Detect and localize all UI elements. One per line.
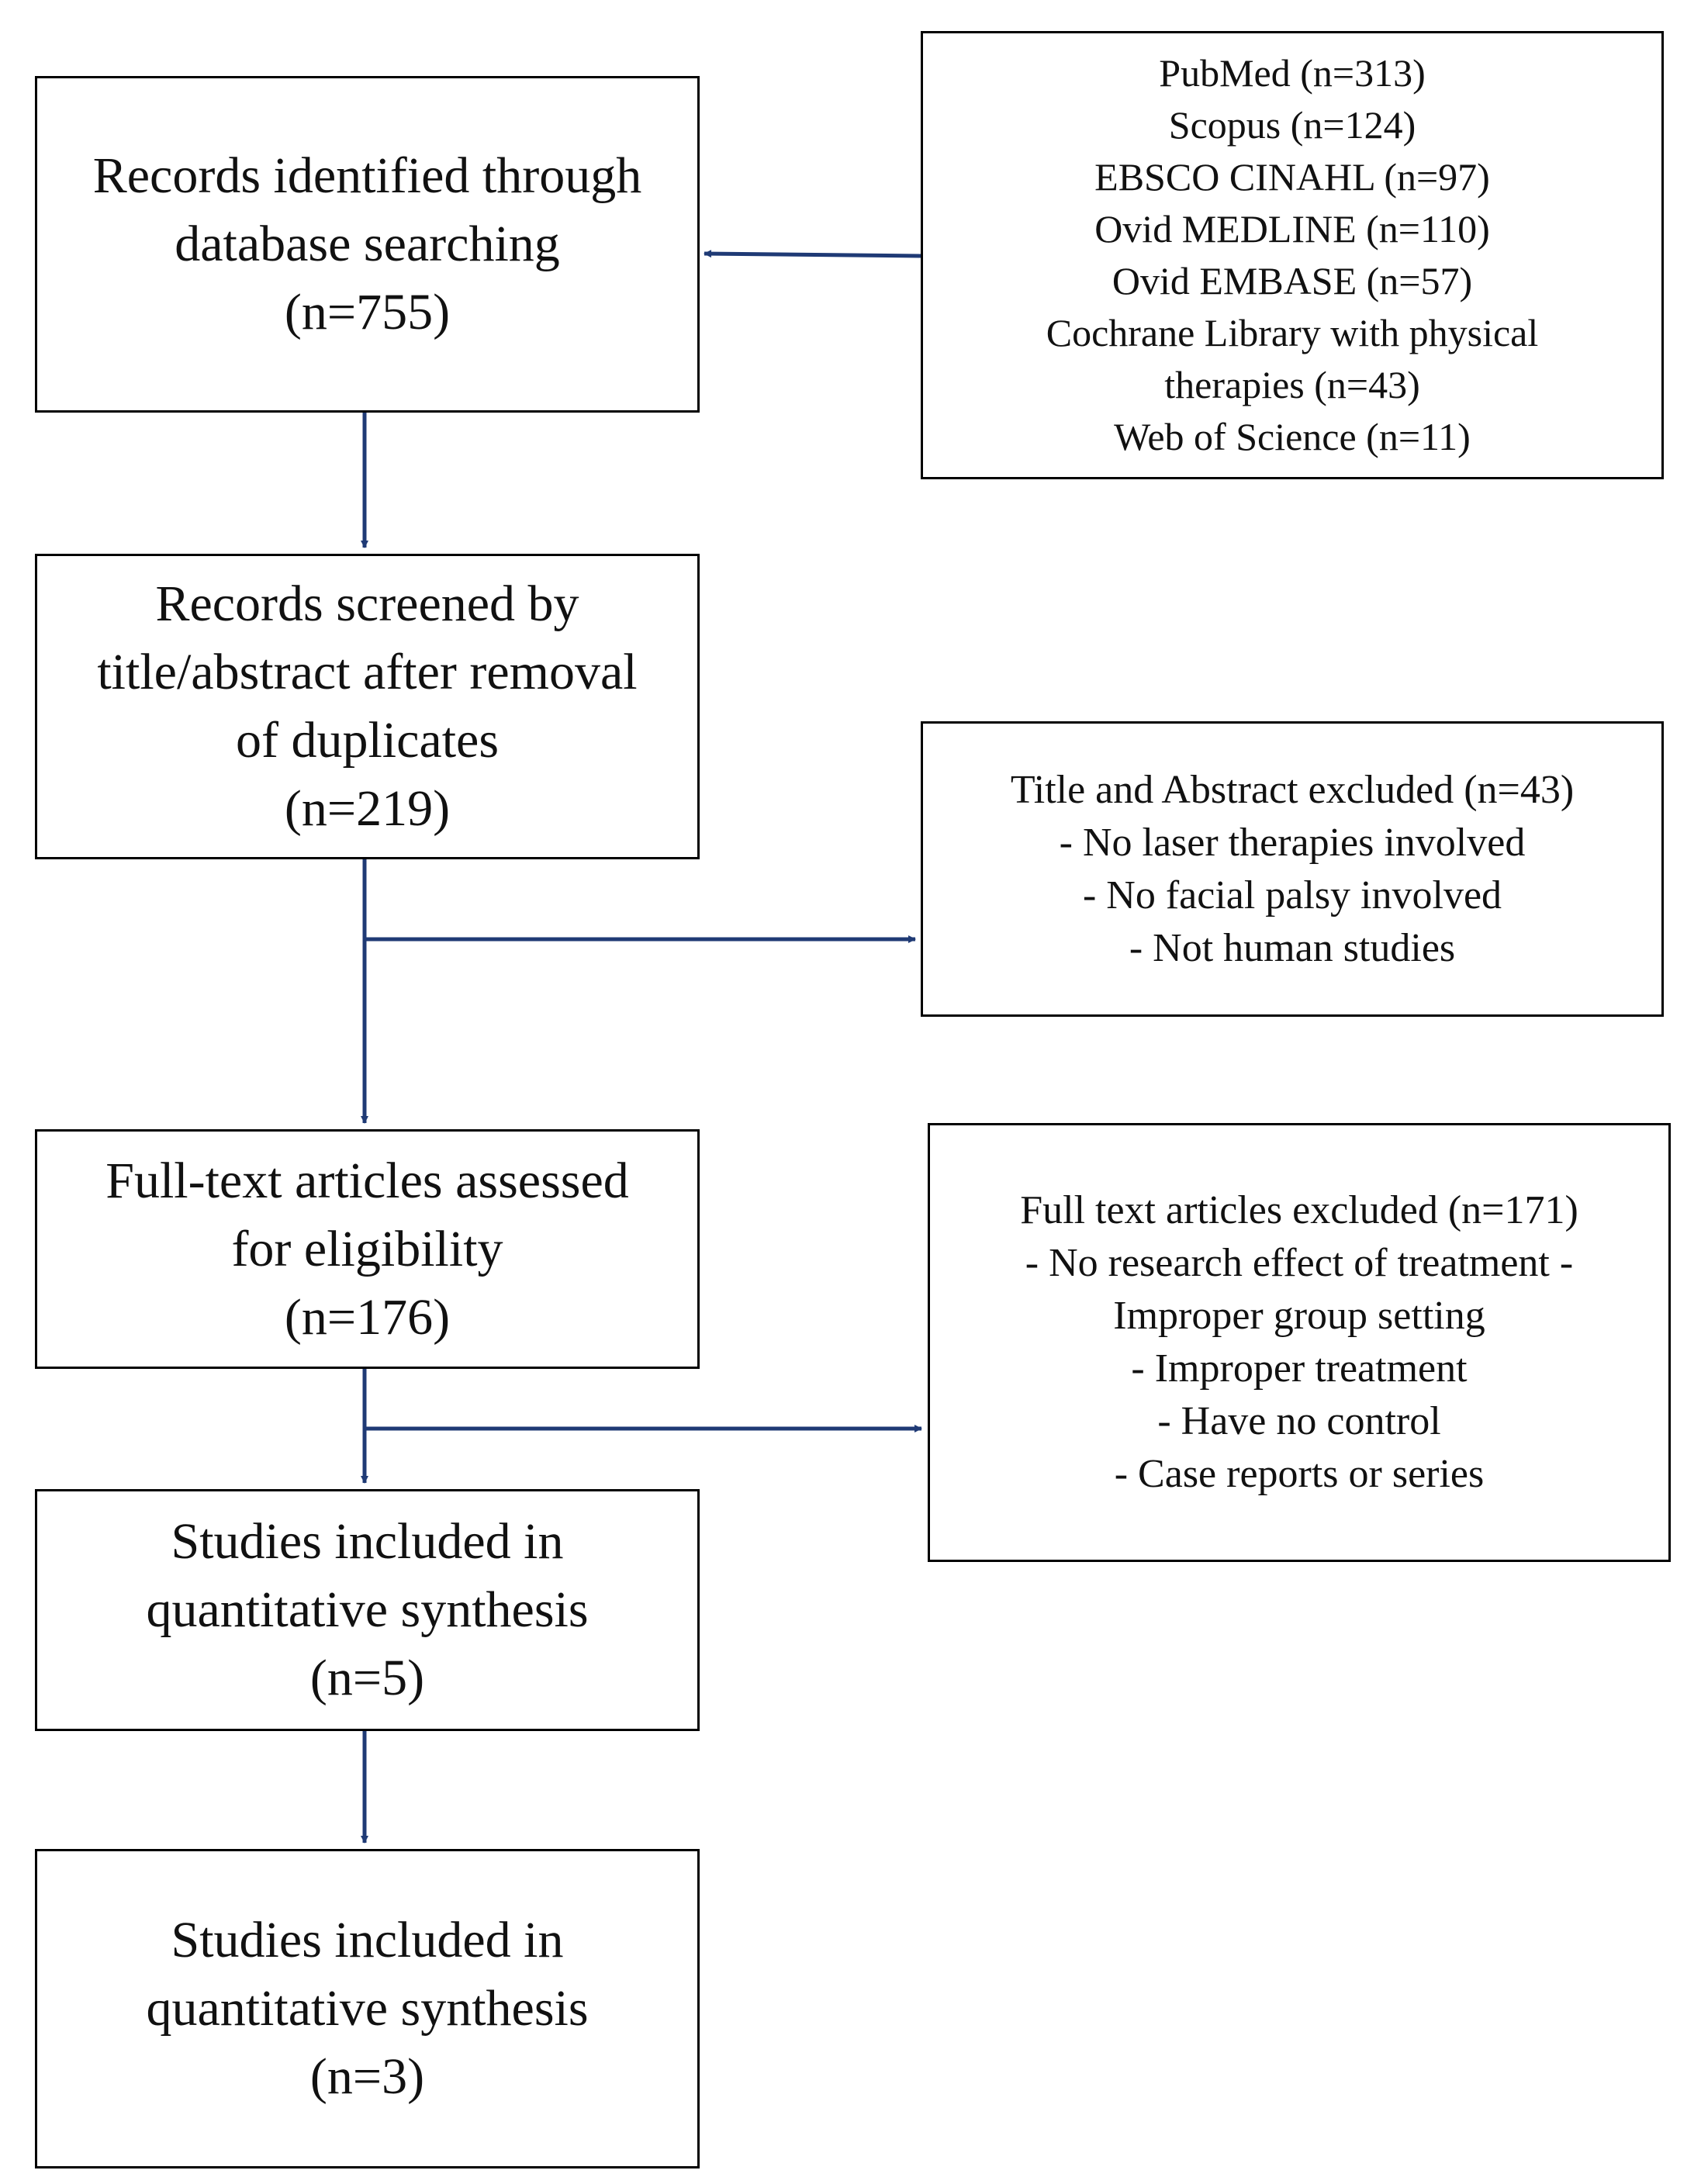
fulltext-assessed-line-1: Full-text articles assessed: [105, 1152, 629, 1209]
database-ovid-embase: Ovid EMBASE (n=57): [1112, 259, 1473, 302]
identified-line-1: Records identified through: [92, 147, 642, 204]
title-abstract-excluded-box: Title and Abstract excluded (n=43) - No …: [921, 721, 1664, 1017]
exclusion-reason: - No research effect of treatment -: [1025, 1241, 1574, 1285]
exclusion-reason: - No laser therapies involved: [1059, 820, 1526, 865]
screened-box: Records screened by title/abstract after…: [35, 554, 700, 859]
exclusion-reason: - Not human studies: [1129, 925, 1456, 970]
exclusion-reason: - Have no control: [1157, 1399, 1441, 1443]
identified-count: (n=755): [284, 284, 451, 340]
identified-line-2: database searching: [175, 216, 560, 272]
included-2-line-1: Studies included in: [171, 1912, 564, 1968]
included-2-count: (n=3): [309, 2048, 425, 2105]
exclusion-reason: - Case reports or series: [1114, 1452, 1485, 1496]
database-ebsco-cinahl: EBSCO CINAHL (n=97): [1094, 155, 1490, 199]
screened-count: (n=219): [284, 780, 451, 837]
fulltext-excluded-heading: Full text articles excluded (n=171): [1020, 1188, 1578, 1232]
fulltext-assessed-line-2: for eligibility: [231, 1220, 503, 1277]
included-2-line-2: quantitative synthesis: [146, 1980, 589, 2037]
included-1-count: (n=5): [309, 1650, 425, 1706]
database-cochrane-line-1: Cochrane Library with physical: [1046, 311, 1539, 354]
screened-line-2: title/abstract after removal: [97, 644, 638, 700]
database-web-of-science: Web of Science (n=11): [1114, 415, 1471, 458]
arrow-databases-to-identified: [704, 250, 921, 258]
included-box-1: Studies included in quantitative synthes…: [35, 1489, 700, 1731]
included-box-2: Studies included in quantitative synthes…: [35, 1849, 700, 2168]
identified-box: Records identified through database sear…: [35, 76, 700, 413]
database-ovid-medline: Ovid MEDLINE (n=110): [1094, 207, 1490, 251]
databases-box: PubMed (n=313) Scopus (n=124) EBSCO CINA…: [921, 31, 1664, 479]
database-pubmed: PubMed (n=313): [1159, 51, 1426, 95]
database-cochrane-line-2: therapies (n=43): [1164, 363, 1420, 406]
fulltext-assessed-box: Full-text articles assessed for eligibil…: [35, 1129, 700, 1369]
screened-line-1: Records screened by: [155, 575, 579, 632]
title-abstract-excluded-heading: Title and Abstract excluded (n=43): [1010, 767, 1575, 812]
fulltext-assessed-count: (n=176): [284, 1288, 451, 1346]
included-1-line-2: quantitative synthesis: [146, 1581, 589, 1638]
screened-line-3: of duplicates: [235, 712, 500, 769]
exclusion-reason: - Improper treatment: [1131, 1346, 1468, 1391]
fulltext-excluded-box: Full text articles excluded (n=171) - No…: [928, 1123, 1671, 1562]
included-1-line-1: Studies included in: [171, 1513, 564, 1570]
exclusion-reason: - No facial palsy involved: [1082, 873, 1502, 917]
database-scopus: Scopus (n=124): [1168, 103, 1416, 147]
exclusion-reason: Improper group setting: [1113, 1294, 1485, 1338]
